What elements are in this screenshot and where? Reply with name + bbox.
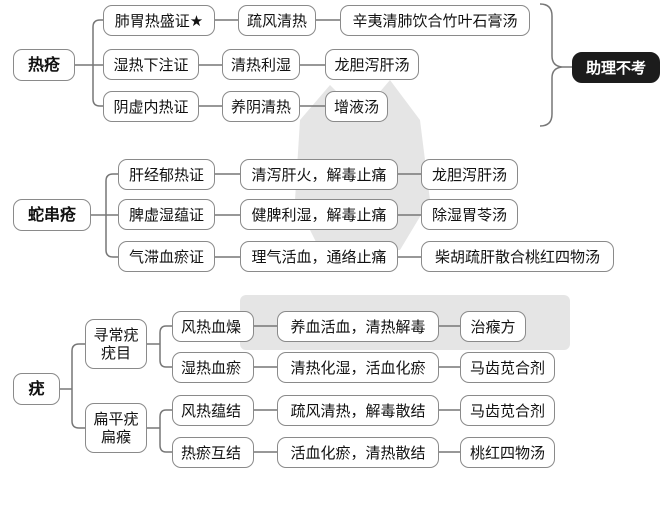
method-node: 清热化湿，活血化瘀 <box>277 352 439 383</box>
wart-type-node: 扁平疣扁瘊 <box>85 403 147 453</box>
syndrome-node: 阴虚内热证 <box>103 91 199 122</box>
formula-node: 柴胡疏肝散合桃红四物汤 <box>421 241 614 272</box>
wart-type-node: 寻常疣疣目 <box>85 319 147 369</box>
syndrome-node: 热瘀互结 <box>172 437 254 468</box>
syndrome-node: 肺胃热盛证★ <box>103 5 215 36</box>
note-badge: 助理不考 <box>572 52 660 83</box>
method-node: 疏风清热 <box>238 5 316 36</box>
method-node: 养阴清热 <box>222 91 300 122</box>
connector-line <box>92 19 103 107</box>
formula-node: 辛夷清肺饮合竹叶石膏汤 <box>340 5 530 36</box>
formula-node: 龙胆泻肝汤 <box>325 49 419 80</box>
formula-node: 增液汤 <box>325 91 388 122</box>
method-node: 养血活血，清热解毒 <box>277 311 439 342</box>
connector-line <box>71 343 85 429</box>
syndrome-node: 风热蕴结 <box>172 395 254 426</box>
method-node: 理气活血，通络止痛 <box>240 241 398 272</box>
syndrome-node: 肝经郁热证 <box>118 159 215 190</box>
formula-node: 马齿苋合剂 <box>460 352 555 383</box>
connector-line <box>539 3 563 127</box>
formula-node: 马齿苋合剂 <box>460 395 555 426</box>
method-node: 清泻肝火，解毒止痛 <box>240 159 398 190</box>
method-node: 疏风清热，解毒散结 <box>277 395 439 426</box>
syndrome-node: 气滞血瘀证 <box>118 241 215 272</box>
formula-node: 桃红四物汤 <box>460 437 555 468</box>
syndrome-node: 风热血燥 <box>172 311 254 342</box>
method-node: 活血化瘀，清热散结 <box>277 437 439 468</box>
syndrome-node: 湿热下注证 <box>103 49 199 80</box>
root-node-recurrent-herpes: 热疮 <box>13 49 75 81</box>
syndrome-node: 脾虚湿蕴证 <box>118 199 215 230</box>
formula-node: 治瘊方 <box>460 311 526 342</box>
connector-line <box>159 409 172 453</box>
root-node-warts: 疣 <box>13 373 60 405</box>
root-node-herpes-zoster: 蛇串疮 <box>13 199 91 231</box>
method-node: 健脾利湿，解毒止痛 <box>240 199 398 230</box>
connector-line <box>159 325 172 368</box>
formula-node: 龙胆泻肝汤 <box>421 159 518 190</box>
syndrome-node: 湿热血瘀 <box>172 352 254 383</box>
method-node: 清热利湿 <box>222 49 300 80</box>
formula-node: 除湿胃苓汤 <box>421 199 518 230</box>
